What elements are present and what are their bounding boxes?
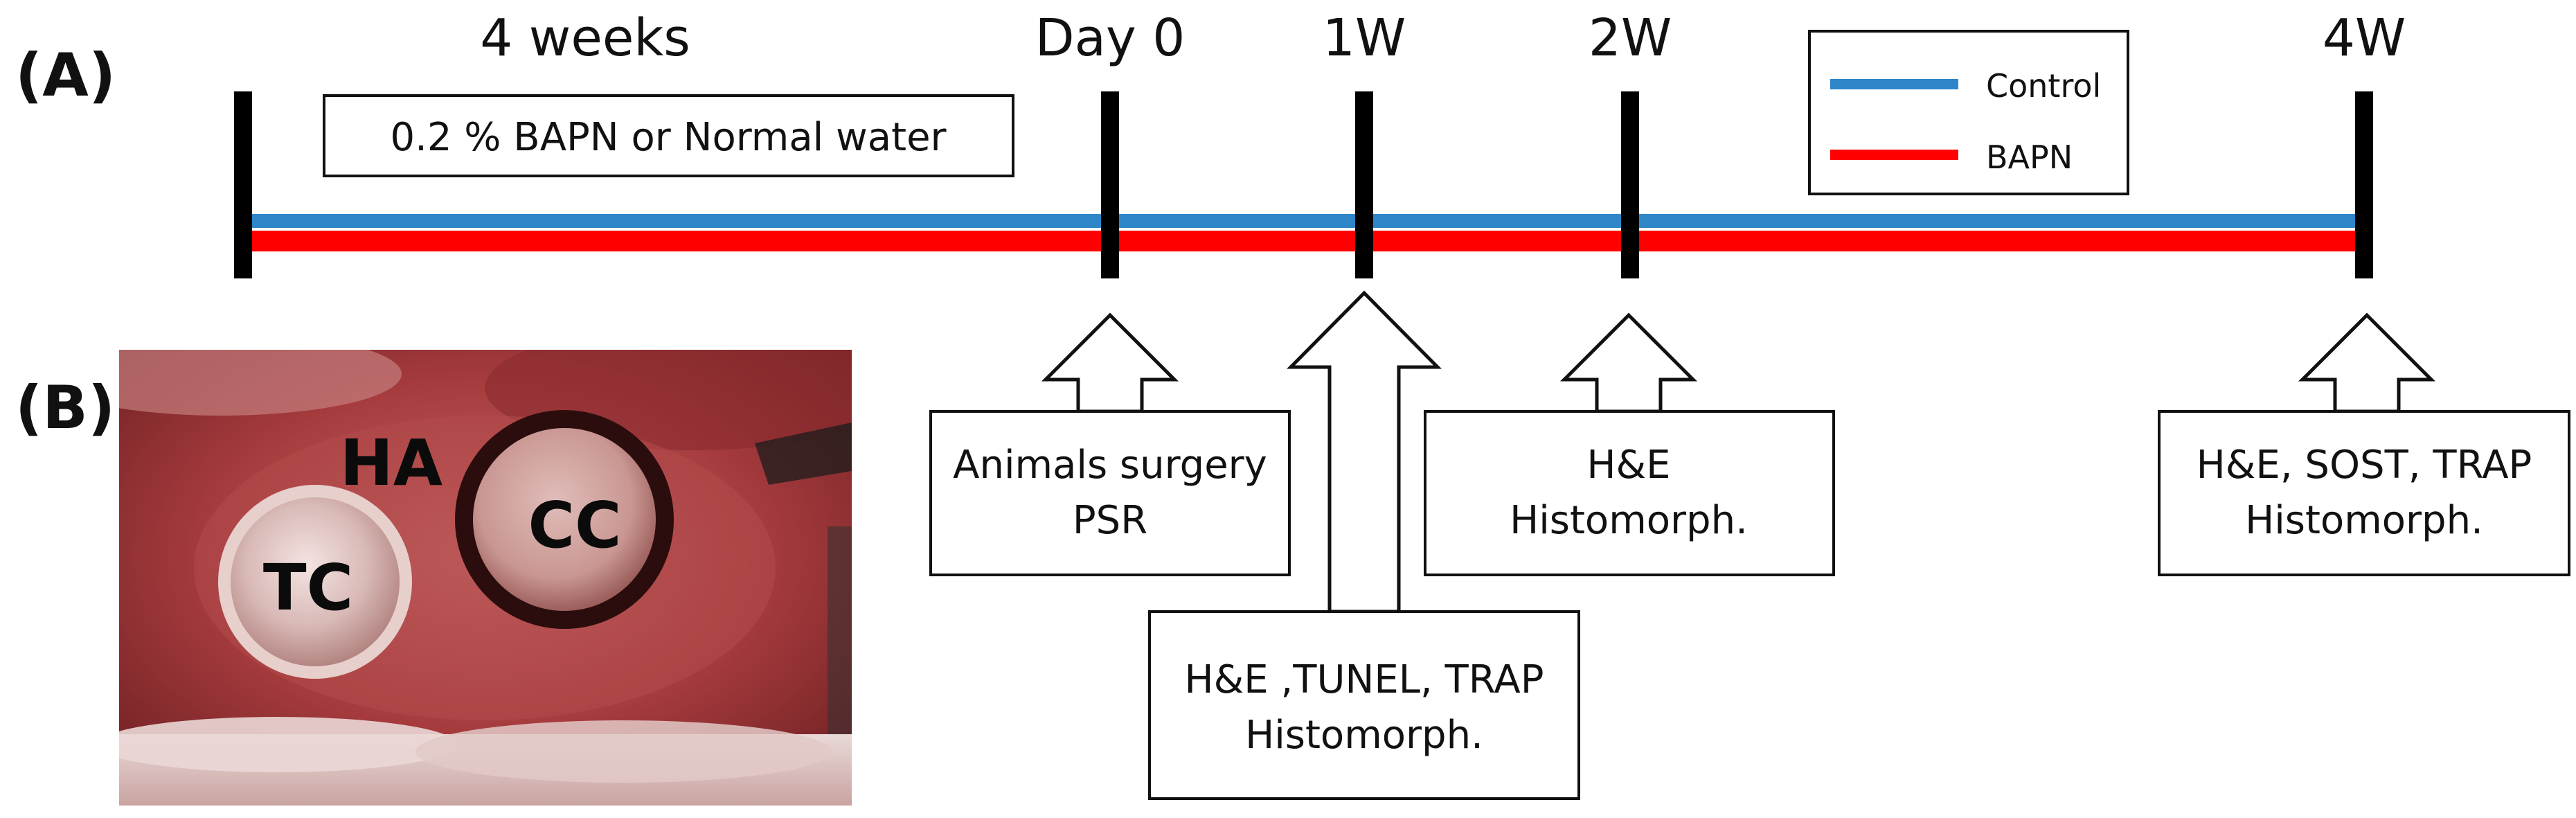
event-box-week4 — [2158, 410, 2570, 576]
legend-label-bapn: BAPN — [1986, 139, 2073, 176]
event-box-week1 — [1148, 610, 1580, 800]
marker-day0: Day 0 — [1035, 8, 1186, 68]
legend-label-control: Control — [1986, 67, 2101, 105]
start-bar — [234, 91, 252, 278]
event-week1-line2: Histomorph. — [1245, 713, 1483, 758]
marker-4w: 4W — [2323, 8, 2406, 68]
week4-arrow — [2298, 312, 2436, 414]
legend-swatch-control — [1830, 79, 1958, 89]
week2-bar — [1621, 91, 1639, 278]
bapn-timeline-line — [244, 231, 2364, 251]
period-label: 4 weeks — [480, 8, 690, 68]
week2-arrow — [1559, 312, 1698, 414]
event-week4-line1: H&E, SOST, TRAP — [2197, 443, 2532, 488]
day0-bar — [1101, 91, 1119, 278]
treatment-label: 0.2 % BAPN or Normal water — [390, 115, 947, 160]
week1-bar — [1355, 91, 1373, 278]
photo-label-ha: HA — [340, 426, 442, 500]
photo-label-tc: TC — [263, 551, 353, 625]
event-week4-line2: Histomorph. — [2245, 498, 2483, 543]
day0-arrow — [1041, 312, 1179, 414]
event-box-day0 — [929, 410, 1291, 576]
event-week2-line2: Histomorph. — [1510, 498, 1748, 543]
marker-2w: 2W — [1589, 8, 1672, 68]
panel-label-b: (B) — [15, 373, 115, 443]
event-day0-line2: PSR — [1073, 498, 1147, 543]
treatment-box — [323, 94, 1014, 177]
legend-box — [1808, 30, 2129, 195]
surgical-photo — [119, 350, 852, 806]
event-week1-line1: H&E ,TUNEL, TRAP — [1185, 657, 1544, 702]
week4-bar — [2355, 91, 2373, 278]
week1-arrow — [1287, 290, 1442, 614]
event-day0-line1: Animals surgery — [953, 443, 1267, 488]
control-timeline-line — [244, 214, 2364, 228]
event-box-week2 — [1424, 410, 1835, 576]
panel-label-a: (A) — [15, 41, 116, 110]
event-week2-line1: H&E — [1586, 443, 1670, 488]
marker-1w: 1W — [1323, 8, 1406, 68]
legend-swatch-bapn — [1830, 150, 1958, 160]
photo-label-cc: CC — [528, 488, 621, 562]
